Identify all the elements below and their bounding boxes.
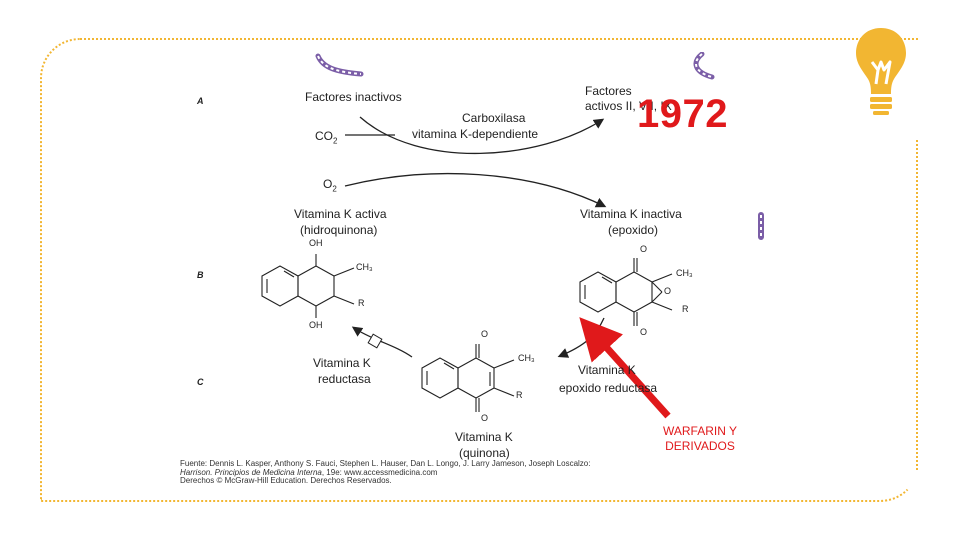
- source-line-1: Fuente: Dennis L. Kasper, Anthony S. Fau…: [180, 459, 591, 468]
- atom-r-epoxide: R: [682, 304, 689, 314]
- reductase-arrow: [351, 326, 413, 358]
- source-line-2: Harrison. Principios de Medicina Interna…: [180, 467, 438, 477]
- atom-ch3-epoxide: CH₃: [676, 268, 693, 278]
- atom-oh-top: OH: [309, 238, 323, 248]
- inhibition-box-icon: [367, 333, 383, 349]
- label-factores-activos-1: Factores: [585, 84, 632, 98]
- label-factores-activos-2: activos II, VII, IX: [585, 99, 672, 113]
- atom-o-epoxide-top: O: [640, 244, 648, 254]
- label-o2: O2: [323, 177, 337, 194]
- panel-letter-c: C: [197, 377, 204, 387]
- quinone-structure: [421, 344, 515, 412]
- panel-letter-a: A: [197, 96, 204, 106]
- warfarin-line-2: DERIVADOS: [665, 439, 735, 453]
- atom-oh-bottom: OH: [309, 320, 323, 330]
- panel-letter-b: B: [197, 270, 204, 280]
- label-vk-epox-red-1: Vitamina K: [578, 363, 636, 377]
- label-factores-inactivos: Factores inactivos: [305, 90, 402, 104]
- atom-r-hydroquinone: R: [358, 298, 365, 308]
- hydroquinone-structure: [261, 254, 355, 318]
- atom-o-epoxide-ring: O: [664, 286, 672, 296]
- decorative-chain-icon: [693, 52, 715, 80]
- label-vk-inactiva-2: (epoxido): [608, 223, 659, 237]
- lightbulb-icon: [856, 28, 906, 115]
- decorative-chain-icon: [758, 212, 764, 240]
- warfarin-annotation: WARFARIN Y DERIVADOS: [645, 424, 755, 454]
- epoxide-structure: [579, 258, 673, 326]
- source-line-3: Derechos © McGraw-Hill Education. Derech…: [180, 476, 392, 485]
- atom-o-epoxide-bottom: O: [640, 327, 648, 337]
- label-vk-reductasa-2: reductasa: [318, 372, 371, 386]
- atom-r-quinone: R: [516, 390, 523, 400]
- label-vk-epox-red-2: epoxido reductasa: [559, 381, 658, 395]
- warfarin-line-1: WARFARIN Y: [662, 424, 737, 438]
- label-vk-quinona-2: (quinona): [459, 446, 510, 460]
- warfarin-arrow: [579, 317, 671, 419]
- atom-o-quinone-top: O: [481, 329, 489, 339]
- year-label: 1972: [637, 92, 728, 136]
- label-carboxilasa-2: vitamina K-dependiente: [412, 127, 539, 141]
- label-carboxilasa-1: Carboxilasa: [462, 111, 526, 125]
- label-vk-reductasa-1: Vitamina K: [313, 356, 371, 370]
- atom-ch3-hydroquinone: CH₃: [356, 262, 373, 272]
- source-citation: Fuente: Dennis L. Kasper, Anthony S. Fau…: [180, 459, 591, 486]
- atom-o-quinone-bottom: O: [481, 413, 489, 423]
- dotted-frame-right: [916, 140, 918, 470]
- label-vk-activa-1: Vitamina K activa: [294, 207, 387, 221]
- decorative-chain-icon: [315, 53, 364, 77]
- carboxylase-arrow: [359, 116, 605, 155]
- atom-ch3-quinone: CH₃: [518, 353, 535, 363]
- label-vk-activa-2: (hidroquinona): [300, 223, 378, 237]
- o2-arrow: [344, 172, 607, 208]
- label-co2: CO2: [315, 129, 338, 146]
- label-vk-quinona-1: Vitamina K: [455, 430, 513, 444]
- label-vk-inactiva-1: Vitamina K inactiva: [580, 207, 682, 221]
- dotted-frame: [40, 38, 920, 502]
